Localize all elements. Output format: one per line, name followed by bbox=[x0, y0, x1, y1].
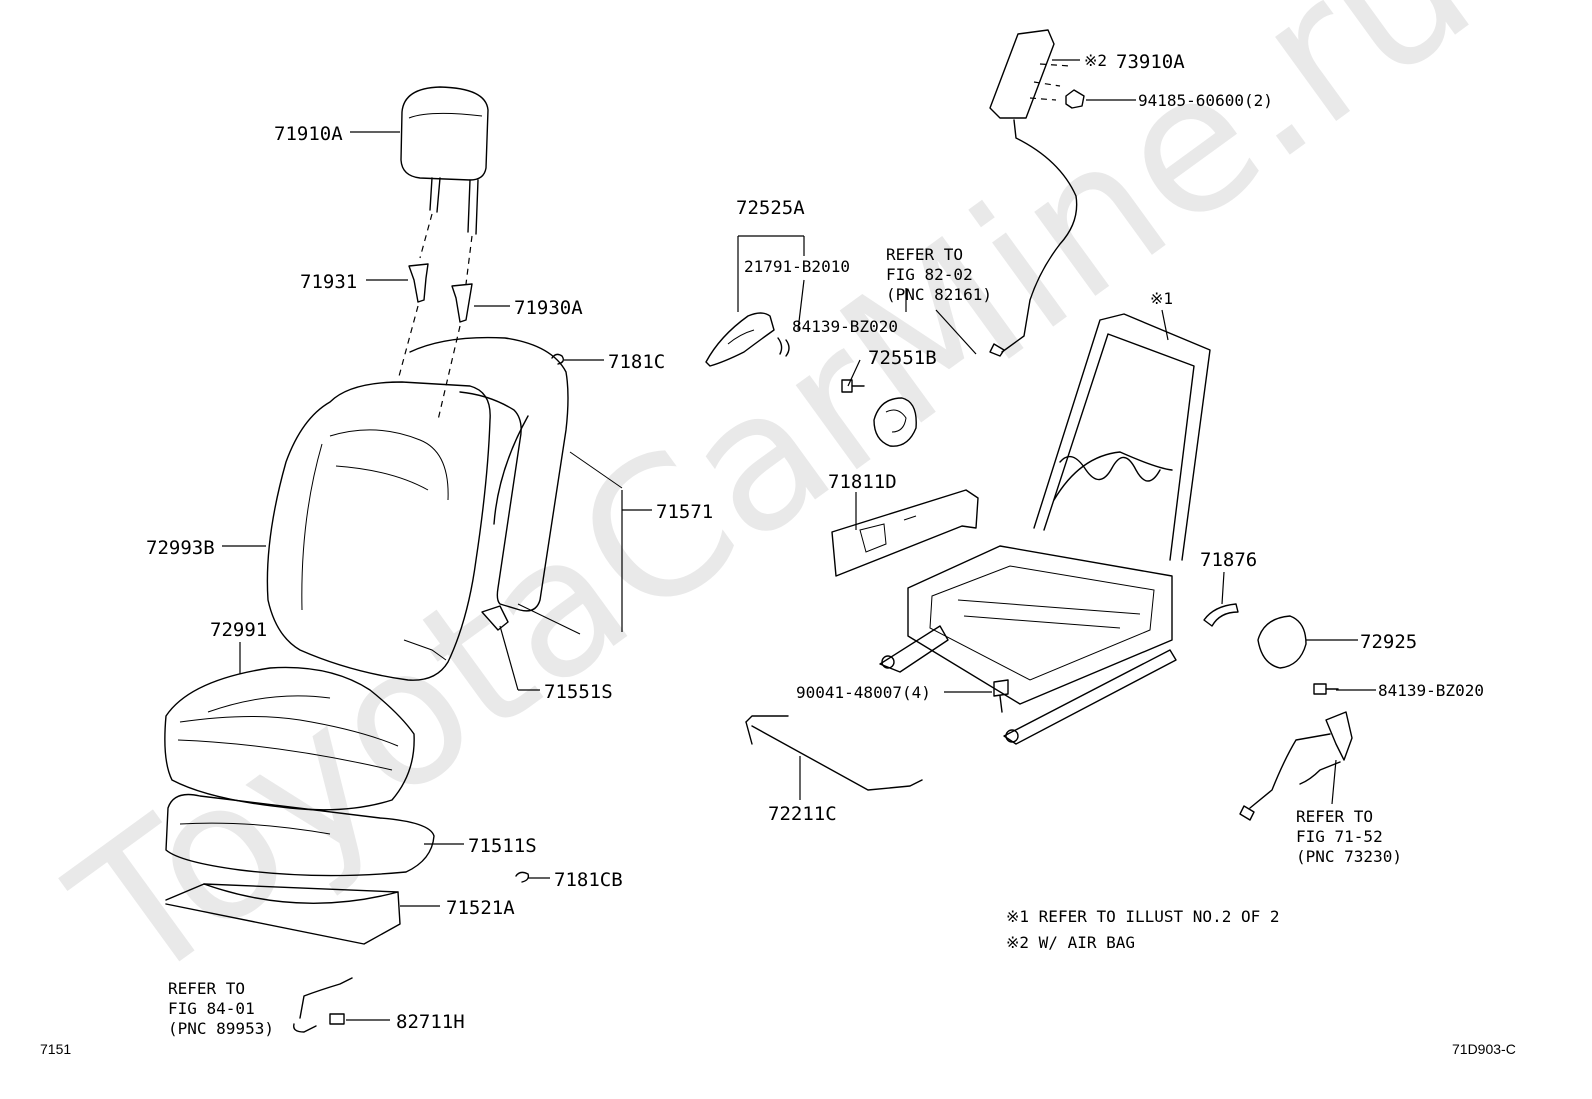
label-73910A: 73910A bbox=[1116, 51, 1185, 73]
reference-fig-71-52: REFER TO FIG 71-52 (PNC 73230) bbox=[1296, 807, 1402, 866]
reference-fig-82-02: REFER TO FIG 82-02 (PNC 82161) bbox=[886, 245, 992, 304]
bolt-90041-48007 bbox=[993, 679, 1009, 713]
svg-text:(PNC 73230): (PNC 73230) bbox=[1296, 847, 1402, 866]
label-71571: 71571 bbox=[656, 501, 713, 523]
watermark: ToyotaCarMine.ru bbox=[36, 0, 1510, 1027]
headrest-support-71930A bbox=[437, 283, 473, 421]
label-71910A: 71910A bbox=[274, 123, 343, 145]
label-72551B: 72551B bbox=[868, 347, 937, 369]
screw-84139-BZ020-b bbox=[1313, 683, 1339, 695]
label-90041-48007: 90041-48007(4) bbox=[796, 683, 931, 702]
note-illust-reference: ※1 REFER TO ILLUST NO.2 OF 2 bbox=[1006, 907, 1280, 926]
label-71811D: 71811D bbox=[828, 471, 897, 493]
seatback-cover-71571 bbox=[409, 336, 623, 635]
side-airbag-73910A bbox=[989, 29, 1078, 357]
seatbelt-buckle bbox=[1239, 711, 1353, 821]
leader-lines bbox=[222, 59, 1376, 1021]
mark-frame-note: ※1 bbox=[1150, 289, 1173, 308]
illustration-code: 71D903-C bbox=[1452, 1041, 1516, 1057]
seatback-72993B bbox=[266, 381, 509, 681]
label-71551S: 71551S bbox=[544, 681, 613, 703]
svg-text:REFER TO: REFER TO bbox=[168, 979, 245, 998]
label-71521A: 71521A bbox=[446, 897, 515, 919]
clip-7181CB bbox=[515, 871, 530, 883]
svg-text:FIG 71-52: FIG 71-52 bbox=[1296, 827, 1383, 846]
clip-7181C bbox=[551, 353, 565, 365]
cable-72211C bbox=[745, 715, 923, 791]
label-72993B: 72993B bbox=[146, 537, 215, 559]
cover-72925 bbox=[1257, 615, 1307, 669]
reference-fig-84-01: REFER TO FIG 84-01 (PNC 89953) bbox=[168, 979, 274, 1038]
nut-94185-60600 bbox=[1065, 89, 1085, 109]
note-airbag: ※2 W/ AIR BAG bbox=[1006, 933, 1135, 952]
page-code-left: 7151 bbox=[40, 1041, 71, 1057]
label-84139-BZ020-b: 84139-BZ020 bbox=[1378, 681, 1484, 700]
seat-cushion-72991 bbox=[164, 666, 415, 811]
screw-84139-BZ020-a bbox=[841, 379, 865, 393]
label-7181CB: 7181CB bbox=[554, 869, 623, 891]
cushion-pad-71511S bbox=[165, 793, 435, 877]
label-82711H: 82711H bbox=[396, 1011, 465, 1033]
label-94185-60600: 94185-60600(2) bbox=[1138, 91, 1273, 110]
headrest-support-71931 bbox=[397, 263, 429, 381]
label-71930A: 71930A bbox=[514, 297, 583, 319]
wire-harness-82711H bbox=[293, 977, 353, 1033]
cover-71876 bbox=[1203, 603, 1239, 627]
label-7181C: 7181C bbox=[608, 351, 665, 373]
headrest-part bbox=[400, 86, 489, 285]
knob-72551B bbox=[873, 397, 917, 447]
label-71931: 71931 bbox=[300, 271, 357, 293]
label-71876: 71876 bbox=[1200, 549, 1257, 571]
svg-text:FIG 82-02: FIG 82-02 bbox=[886, 265, 973, 284]
label-72211C: 72211C bbox=[768, 803, 837, 825]
cushion-frame-71521A bbox=[165, 883, 401, 945]
svg-text:FIG 84-01: FIG 84-01 bbox=[168, 999, 255, 1018]
svg-text:(PNC 82161): (PNC 82161) bbox=[886, 285, 992, 304]
label-72925: 72925 bbox=[1360, 631, 1417, 653]
recliner-cover-72525A bbox=[705, 312, 790, 367]
svg-text:(PNC 89953): (PNC 89953) bbox=[168, 1019, 274, 1038]
label-21791-B2010: 21791-B2010 bbox=[744, 257, 850, 276]
label-72991: 72991 bbox=[210, 619, 267, 641]
svg-text:REFER TO: REFER TO bbox=[1296, 807, 1373, 826]
mark-airbag-note: ※2 bbox=[1084, 51, 1107, 70]
side-shield-71811D bbox=[831, 489, 979, 577]
svg-text:REFER TO: REFER TO bbox=[886, 245, 963, 264]
label-72525A: 72525A bbox=[736, 197, 805, 219]
label-84139-BZ020-a: 84139-BZ020 bbox=[792, 317, 898, 336]
label-71511S: 71511S bbox=[468, 835, 537, 857]
